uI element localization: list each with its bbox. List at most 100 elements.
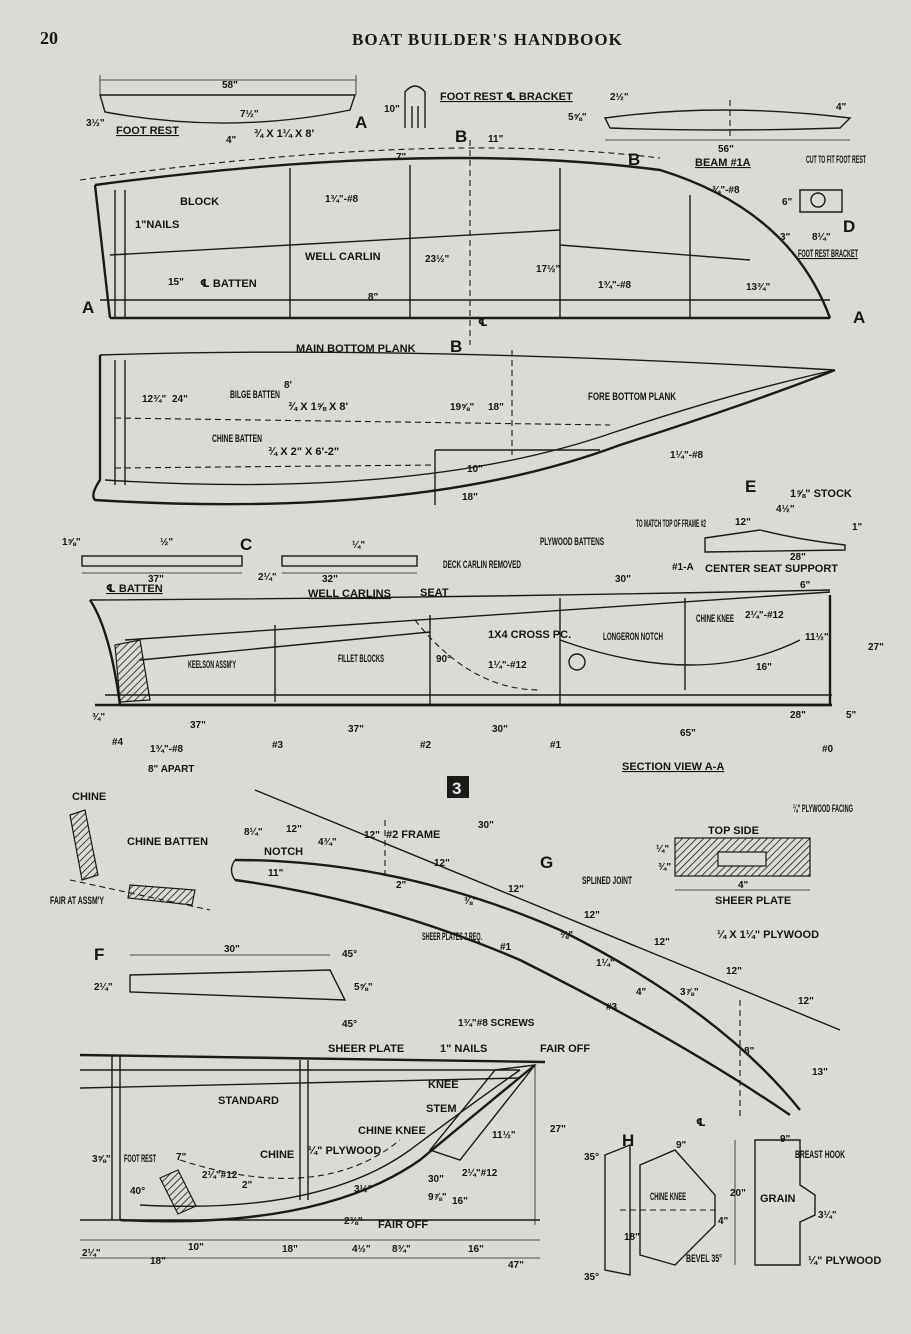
beam-label: BEAM #1A	[695, 157, 751, 169]
chine-label: CHINE	[72, 791, 106, 803]
plan-dim-23-5: 23½"	[425, 254, 449, 265]
f-dim-5-5-8: 5⅝"	[354, 982, 373, 993]
main-bottom-plank: MAIN BOTTOM PLANK	[296, 343, 416, 355]
part-g-sheer-plates: 12" 8¼" NOTCH 4¾" 11" 12" #2 FRAME 30" 1…	[230, 789, 841, 1129]
bow-dim-16: 16"	[452, 1196, 468, 1207]
bow-dim-3-5: 3½"	[354, 1184, 373, 1195]
block-label: BLOCK	[180, 196, 219, 208]
aa-dim-3-4: ¾"	[92, 712, 105, 723]
c-dim-1-4: ¼"	[352, 540, 365, 551]
c-dim-1-2: ½"	[160, 537, 173, 548]
c-dim-32: 32"	[322, 574, 338, 585]
bracket-label: FOOT REST ℄ BRACKET	[440, 91, 573, 103]
page-number: 20	[40, 28, 58, 48]
g-dim-12b: 12"	[364, 830, 380, 841]
part-c-battens: 1⅝" ½" 37" ℄ BATTEN C ¼" 2¼" 32" WELL CA…	[62, 535, 418, 600]
bottom-dim-8ft: 8'	[284, 380, 292, 391]
keelson-label: KEELSON ASSM'Y	[188, 659, 236, 671]
dim-3-5: 3½"	[86, 118, 105, 129]
bottom-dim-12-75: 12¾"	[142, 394, 166, 405]
h-plywood: ¼" PLYWOOD	[808, 1255, 881, 1267]
bilge-stock: ¾ X 1⅝ X 8'	[288, 401, 348, 413]
bow-nails: 1" NAILS	[440, 1043, 487, 1055]
chine-stock: ¾ X 2" X 6'-2"	[268, 446, 339, 458]
station-0: #0	[822, 744, 834, 755]
aa-chine-knee: CHINE KNEE	[696, 613, 734, 625]
bow-standard: STANDARD	[218, 1095, 279, 1107]
aa-dim-5: 5"	[846, 710, 857, 721]
bow-detail: SHEER PLATE 1" NAILS 1¾"#8 SCREWS FAIR O…	[79, 1018, 590, 1271]
g-centerline: ℄	[696, 1117, 706, 1129]
plan-dim-8: 8"	[368, 292, 379, 303]
fillet-label: FILLET BLOCKS	[338, 653, 384, 665]
plan-dim-13-75: 13¾"	[746, 282, 770, 293]
bow-dim-8-3-4: 8¾"	[392, 1244, 411, 1255]
bracket-dim-10: 10"	[384, 104, 400, 115]
g-dim-12h: 12"	[798, 996, 814, 1007]
g-dim-8: 8"	[744, 1046, 755, 1057]
h-dim-9b: 9"	[780, 1134, 791, 1145]
g-dim-4-75: 4¾"	[318, 837, 337, 848]
h-dim-18: 18"	[624, 1232, 640, 1243]
sheer-plate-label: SHEER PLATE	[715, 895, 791, 907]
chine-batten-detail: CHINE BATTEN	[127, 836, 208, 848]
bottom-dim-24: 24"	[172, 394, 188, 405]
aa-dim-30b: 30"	[492, 724, 508, 735]
screw-1: 1¾"-#8	[325, 194, 359, 205]
bottom-dim-18b: 18"	[462, 492, 478, 503]
bow-sheer-plate: SHEER PLATE	[328, 1043, 404, 1055]
well-carlin-label: WELL CARLIN	[305, 251, 381, 263]
part-h-knees: H 9" 9" 35° CHINE KNEE 18" 4" BEVEL 35° …	[584, 1131, 881, 1283]
d-dim-3: 3"	[780, 232, 791, 243]
aa-dim-6: 6"	[800, 580, 811, 591]
c-batten-label: ℄ BATTEN	[106, 583, 163, 595]
bow-dim-16b: 16"	[468, 1244, 484, 1255]
cut-to-fit: CUT TO FIT FOOT REST	[806, 154, 866, 166]
bow-screw-a: 2¼"#12	[202, 1170, 238, 1181]
screw-3: 1¾"-#8	[598, 280, 632, 291]
h-dim-20: 20"	[730, 1188, 746, 1199]
bow-knee: KNEE	[428, 1079, 459, 1091]
chine-detail: CHINE CHINE BATTEN FAIR AT ASSM'Y	[50, 791, 211, 911]
section-view-aa: DECK CARLIN REMOVED SEAT 30" #1-A CENTER…	[89, 559, 884, 775]
h-angle-35b: 35°	[584, 1272, 599, 1283]
section-b-top: B	[455, 127, 467, 146]
aa-dim-65: 65"	[680, 728, 696, 739]
aa-screw-1-75: 1¾"-#8	[150, 744, 184, 755]
dim-7-5: 7½"	[240, 109, 259, 120]
g-dim-12e: 12"	[584, 910, 600, 921]
e-dim-12: 12"	[735, 517, 751, 528]
batten-label: ℄ BATTEN	[200, 278, 257, 290]
callout-g: G	[540, 853, 553, 872]
bow-fair-off: FAIR OFF	[540, 1043, 590, 1055]
seat-label: SEAT	[420, 587, 449, 599]
sp-dim-1-4: ¼"	[656, 844, 669, 855]
h-grain: GRAIN	[760, 1193, 796, 1205]
plan-dim-7: 7"	[396, 152, 407, 163]
d-dim-6: 6"	[782, 197, 793, 208]
beam-dim-56: 56"	[718, 144, 734, 155]
c-dim-2-1-4: 2¼"	[258, 572, 277, 583]
plan-centerline: ℄	[478, 317, 488, 329]
sp-dim-3-4: ¾"	[658, 862, 671, 873]
g-dim-3-7-8: 3⅞"	[680, 987, 699, 998]
station-3: #3	[272, 740, 284, 751]
bow-dim-11-5: 11½"	[492, 1130, 516, 1141]
dim-4: 4"	[226, 135, 237, 146]
g-dim-1-25: 1¼"	[596, 958, 615, 969]
g-dim-4: 4"	[636, 987, 647, 998]
angle-90: 90°	[436, 654, 451, 665]
g-station-1: #1	[500, 942, 512, 953]
part-e-seat-support: E 1⅝" STOCK 12" 4½" 28" 1" TO MATCH TOP …	[636, 477, 863, 563]
bow-dim-47: 47"	[508, 1260, 524, 1271]
bow-dim-2-3-8: 2⅜"	[344, 1216, 363, 1227]
section-a-right: A	[853, 308, 865, 327]
callout-e: E	[745, 477, 756, 496]
center-seat-support: CENTER SEAT SUPPORT	[705, 563, 838, 575]
station-2: #2	[420, 740, 432, 751]
h-dim-3-1-4: 3¼"	[818, 1210, 837, 1221]
bow-screw-b: 2¼"#12	[462, 1168, 498, 1179]
bottom-view: MAIN BOTTOM PLANK 8' BILGE BATTEN ¾ X 1⅝…	[92, 343, 836, 548]
bow-dim-27: 27"	[550, 1124, 566, 1135]
